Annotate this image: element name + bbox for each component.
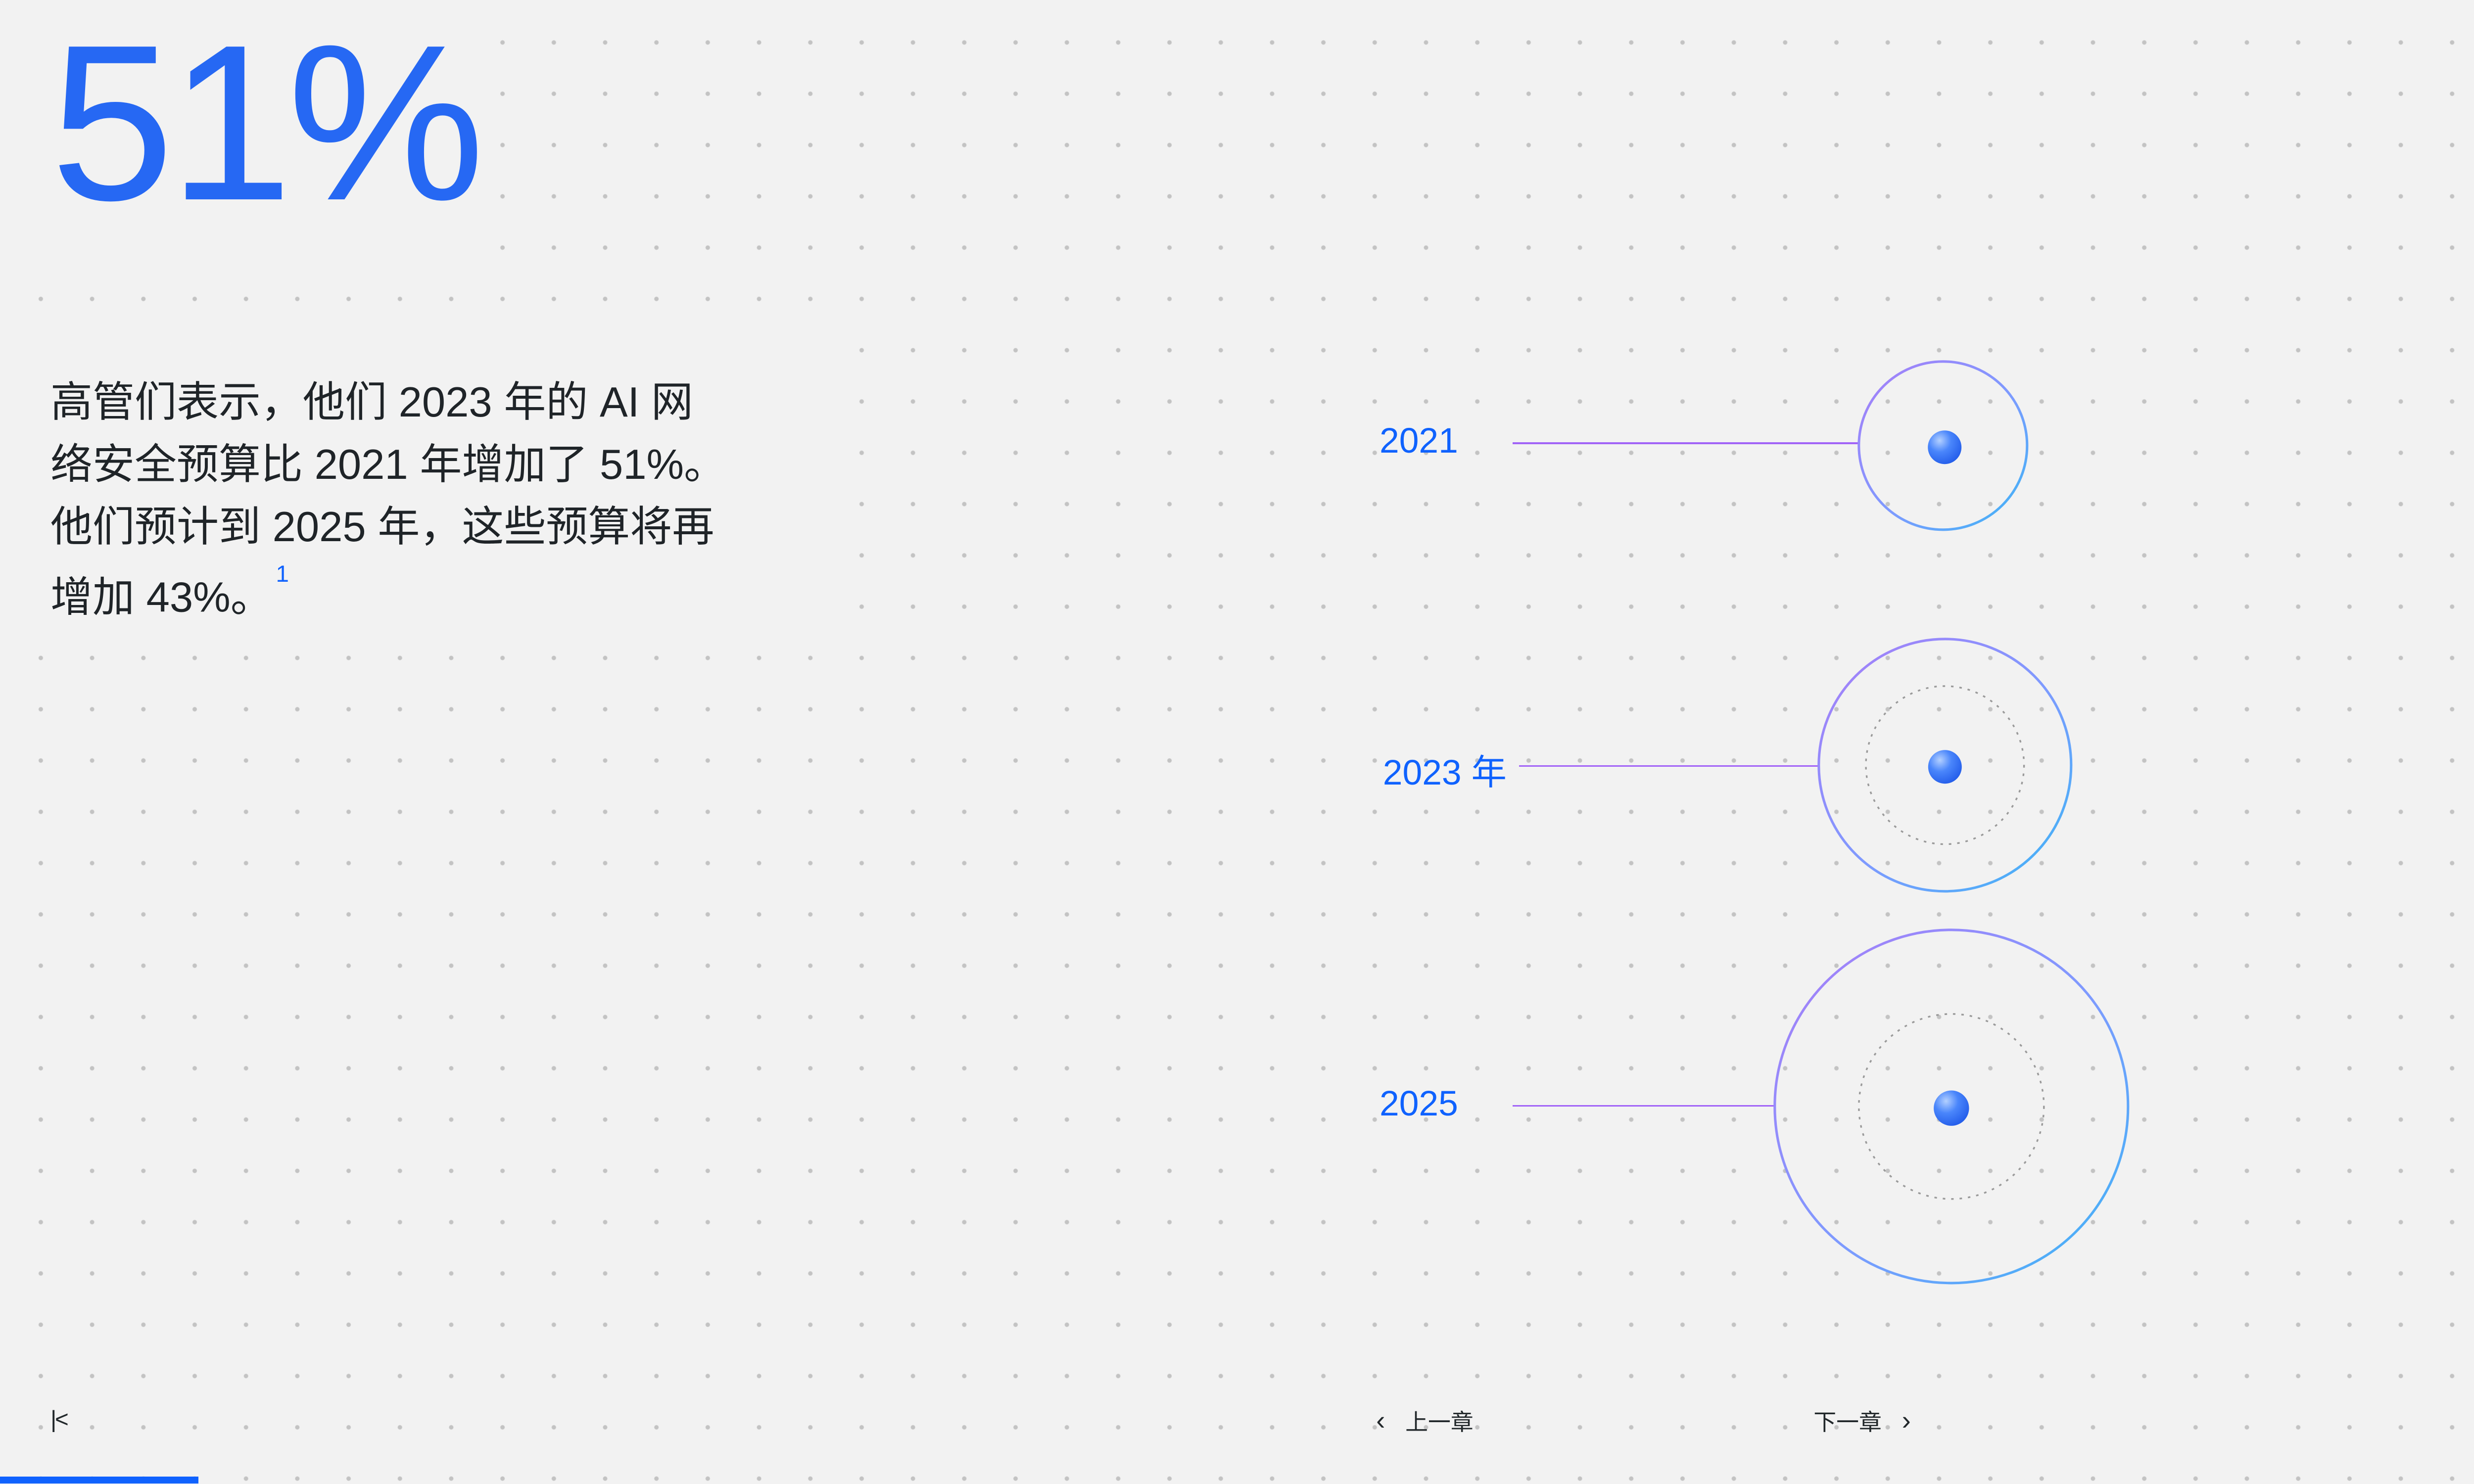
bubble-2023 — [1817, 638, 2072, 893]
data-point-sphere-2025 — [1934, 1090, 1969, 1126]
ring-2023 — [1817, 638, 2072, 893]
bubble-2021 — [1857, 360, 2029, 531]
body-text-line: 他们预计到 2025 年，这些预算将再 — [50, 503, 714, 551]
paragraph-background-mask — [0, 346, 838, 629]
data-point-sphere-2021 — [1928, 430, 1962, 464]
body-text-line: 高管们表示，他们 2023 年的 AI 网 — [50, 379, 693, 426]
footnote-marker: 1 — [276, 561, 289, 588]
body-text-line-end: 增加 43%。 — [50, 574, 273, 621]
next-chapter-label: 下一章 — [1813, 1409, 1882, 1435]
headline-background-mask — [0, 0, 475, 256]
progress-bar — [0, 1477, 199, 1484]
dotted-inner-ring-2025 — [1858, 1013, 2045, 1200]
data-point-sphere-2023 — [1928, 750, 1962, 784]
body-text-line: 络安全预算比 2021 年增加了 51%。 — [50, 441, 726, 489]
go-to-start-button[interactable]: |< — [50, 1406, 69, 1433]
headline-statistic: 51% — [50, 0, 485, 247]
ring-2025 — [1773, 928, 2130, 1285]
connector-line-2025 — [1512, 1105, 1775, 1107]
connector-line-2021 — [1512, 442, 1859, 444]
chevron-left-icon: ‹ — [1376, 1405, 1385, 1436]
next-chapter-button[interactable]: 下一章 › — [1813, 1404, 1911, 1437]
bubble-2025 — [1773, 928, 2130, 1285]
year-label-2021: 2021 — [1380, 421, 1458, 461]
dotted-inner-ring-2023 — [1864, 685, 2025, 845]
connector-line-2023 — [1519, 765, 1819, 767]
body-text: 高管们表示，他们 2023 年的 AI 网 络安全预算比 2021 年增加了 5… — [50, 371, 726, 629]
chevron-right-icon: › — [1902, 1405, 1911, 1436]
prev-chapter-label: 上一章 — [1405, 1409, 1474, 1435]
ring-2021 — [1857, 360, 2029, 531]
year-label-2025: 2025 — [1380, 1083, 1458, 1123]
footer-nav: |< ‹ 上一章 下一章 › 8 — [0, 1399, 2474, 1446]
body-text-line: 增加 43%。1 — [50, 558, 726, 629]
prev-chapter-button[interactable]: ‹ 上一章 — [1376, 1404, 1474, 1437]
year-label-2023: 2023 年 — [1382, 752, 1507, 792]
